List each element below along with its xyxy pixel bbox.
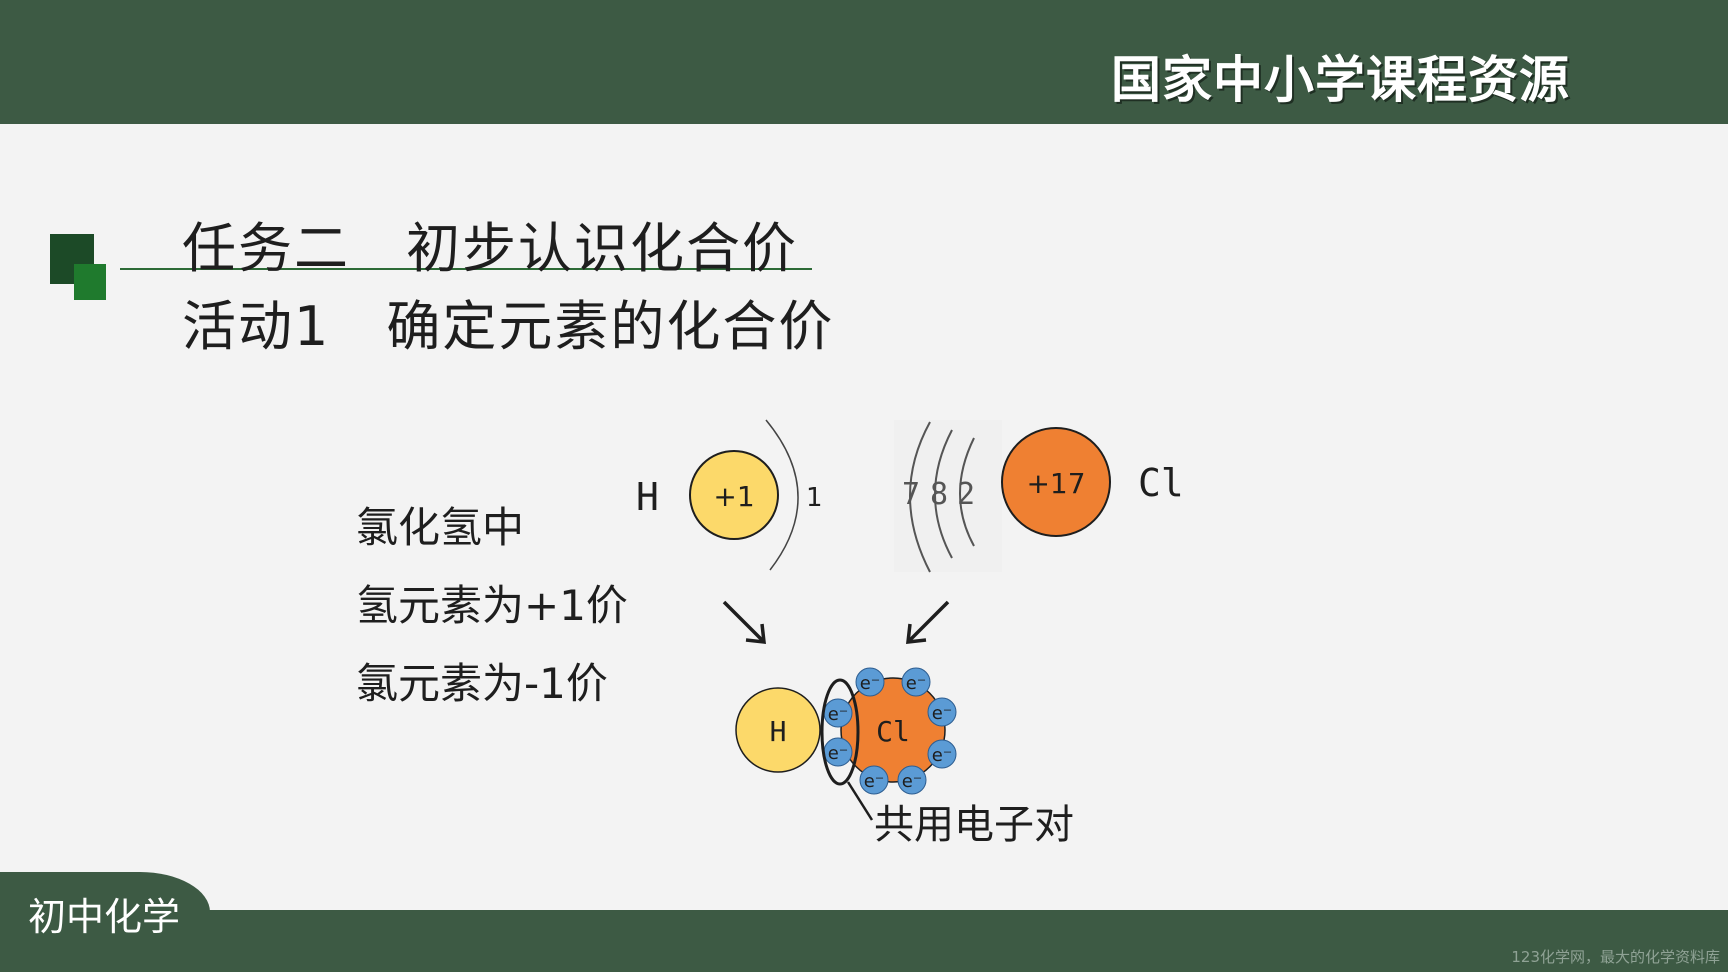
h-symbol: H [636, 475, 659, 519]
svg-text:e⁻: e⁻ [932, 745, 953, 766]
electron-3: e⁻ [927, 697, 957, 727]
svg-text:e⁻: e⁻ [860, 673, 881, 694]
subject-tab [0, 872, 210, 972]
h-electron-shell [765, 419, 799, 571]
cl-electron-shell-3 [909, 421, 931, 573]
svg-text:e⁻: e⁻ [932, 703, 953, 724]
svg-text:e⁻: e⁻ [828, 743, 849, 764]
cl-electron-shell-2 [934, 429, 953, 559]
svg-text:e⁻: e⁻ [902, 771, 923, 792]
cl-shell-count-1: 2 [957, 477, 975, 512]
brand-logo-text: 国家中小学课程资源 [1111, 51, 1570, 109]
subject-label: 初中化学 [28, 895, 181, 939]
svg-text:e⁻: e⁻ [864, 771, 885, 792]
h-nucleus-charge: +1 [713, 480, 754, 513]
arrow-cl-down-left [906, 600, 950, 644]
title-underline [120, 268, 812, 270]
cl-nucleus [1001, 427, 1111, 537]
cl-shell-count-2: 8 [930, 477, 948, 512]
bond-h-label: H [770, 715, 787, 748]
cl-symbol: Cl [1138, 461, 1184, 505]
h-shell-count: 1 [806, 483, 823, 513]
shared-electron-2: e⁻ [823, 737, 853, 767]
svg-text:e⁻: e⁻ [828, 704, 849, 725]
svg-text:e⁻: e⁻ [906, 673, 927, 694]
bond-cl-atom [840, 677, 946, 783]
body-line-2: 氢元素为+1价 [356, 581, 628, 630]
electron-1: e⁻ [855, 667, 885, 697]
cl-shell-count-3: 7 [902, 477, 920, 512]
bond-h-atom [735, 687, 821, 773]
shared-pair-ring [820, 678, 860, 786]
electron-5: e⁻ [897, 765, 927, 795]
hcl-bond-diagram: H +1 1 7 8 2 +17 Cl H Cl e⁻ e⁻ e⁻ e⁻ e⁻ … [636, 419, 1184, 848]
shared-electron-1: e⁻ [823, 698, 853, 728]
electron-4: e⁻ [927, 739, 957, 769]
activity-title: 活动1 确定元素的化合价 [182, 295, 835, 358]
task-title: 任务二 初步认识化合价 [182, 217, 798, 280]
title-decoration-square-light [74, 264, 106, 300]
body-line-3: 氯元素为-1价 [356, 659, 608, 708]
arrow-h-down-right [722, 600, 766, 644]
shared-pair-pointer [846, 781, 874, 821]
electron-2: e⁻ [901, 667, 931, 697]
body-line-1: 氯化氢中 [356, 503, 525, 552]
watermark-text: 123化学网，最大的化学资料库 [1511, 948, 1720, 966]
cl-nucleus-charge: +17 [1026, 467, 1085, 500]
h-nucleus [689, 450, 779, 540]
bond-cl-label: Cl [876, 715, 910, 748]
electron-6: e⁻ [859, 765, 889, 795]
cl-electron-shell-1 [959, 437, 975, 547]
shared-pair-label: 共用电子对 [874, 802, 1074, 848]
cl-shell-panel [894, 420, 1002, 572]
header-bar: 国家中小学课程资源 [0, 0, 1728, 124]
footer-bar [0, 910, 1728, 972]
